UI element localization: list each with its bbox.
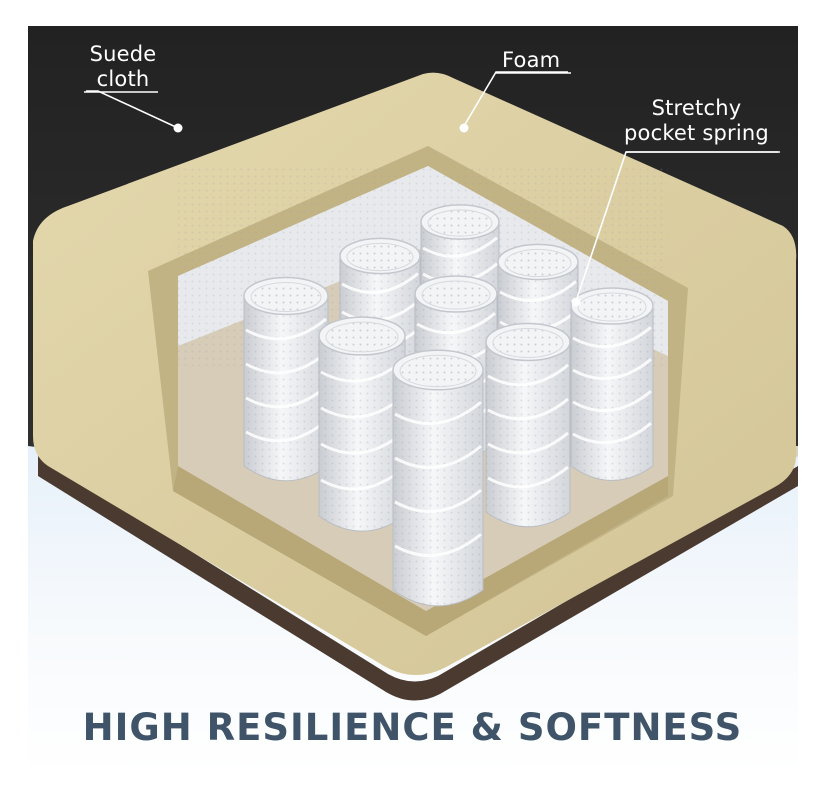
foam-leader xyxy=(463,71,568,127)
spring-label-line-2: pocket spring xyxy=(624,121,769,145)
suede-label-line-2: cloth xyxy=(96,67,150,91)
spring-coil-icon xyxy=(318,316,406,532)
label-underlines xyxy=(84,72,780,153)
pocket-spring-label: Stretchy pocket spring xyxy=(624,96,769,146)
suede-label-line-1: Suede xyxy=(89,42,157,66)
suede-dot-icon xyxy=(173,123,183,133)
spring-group xyxy=(243,204,654,607)
product-illustration xyxy=(28,26,798,775)
foam-label-text: Foam xyxy=(502,48,561,72)
foam-label: Foam xyxy=(502,48,560,73)
mattress-cutaway xyxy=(28,26,798,775)
leader-dots xyxy=(173,123,581,307)
spring-coil-icon xyxy=(392,349,484,607)
spring-dot-icon xyxy=(571,297,581,307)
foam-dot-icon xyxy=(459,123,469,133)
spring-coil-icon xyxy=(243,276,329,482)
foam-inner-floor-edge xyxy=(173,466,668,636)
spring-coil-icon xyxy=(485,322,571,528)
headline: HIGH RESILIENCE & SOFTNESS xyxy=(82,706,743,749)
spring-coil-icon xyxy=(570,287,654,481)
spring-label-line-1: Stretchy xyxy=(651,96,742,120)
suede-cloth-label: Suede cloth xyxy=(84,42,162,92)
suede-leader xyxy=(86,90,179,129)
